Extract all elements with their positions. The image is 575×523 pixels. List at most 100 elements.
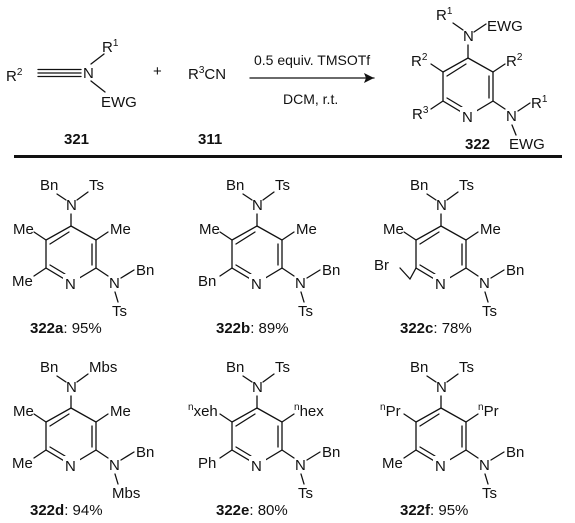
bond	[49, 413, 70, 427]
bond	[426, 193, 437, 201]
product-top-r1: R1	[436, 6, 453, 24]
product-side-n: N	[506, 108, 517, 125]
r3-substituent: Br	[374, 257, 389, 274]
bond	[242, 375, 253, 383]
side-ewg: Ts	[298, 485, 313, 502]
bond	[49, 264, 66, 275]
left-substituent: nPr	[380, 402, 401, 420]
product-side-r1: R1	[531, 94, 548, 112]
r3-substituent: Ph	[198, 455, 216, 472]
bond	[95, 231, 109, 241]
bond	[262, 191, 275, 201]
bond	[95, 413, 109, 423]
plus-sign: +	[153, 63, 162, 80]
nitrile-formula: R3CN	[188, 65, 226, 83]
bond	[492, 63, 506, 73]
bond	[409, 267, 417, 280]
condition-solvent: DCM, r.t.	[283, 91, 338, 107]
right-substituent: Me	[480, 221, 501, 238]
bond	[262, 373, 275, 383]
product-side-ewg: EWG	[509, 136, 545, 153]
top-n: N	[252, 197, 263, 214]
product-top-ewg: EWG	[487, 18, 523, 35]
n-ewg-bond	[90, 80, 106, 93]
yield-label: 322e: 80%	[216, 502, 288, 519]
bond	[114, 291, 119, 303]
ring-n-mask	[433, 456, 450, 473]
top-n: N	[66, 197, 77, 214]
top-n: N	[436, 379, 447, 396]
bond	[56, 193, 67, 201]
side-n: N	[109, 457, 120, 474]
bond	[76, 191, 89, 201]
bond	[446, 191, 459, 201]
bond	[33, 231, 47, 241]
bond	[490, 269, 505, 279]
side-ewg: Ts	[482, 303, 497, 320]
left-substituent: Me	[13, 221, 34, 238]
bond	[114, 473, 119, 485]
product-r3: R3	[412, 105, 429, 123]
ring-n: N	[65, 458, 76, 475]
alkyne-r2: R2	[6, 67, 23, 85]
ring-n-mask	[460, 107, 477, 124]
side-r1: Bn	[136, 262, 154, 279]
top-ewg: Mbs	[89, 359, 117, 376]
bond	[446, 373, 459, 383]
bond	[281, 413, 295, 423]
reactant-321: R2 N R1 EWG 321	[6, 38, 137, 148]
bond	[300, 291, 305, 303]
bond	[490, 451, 505, 461]
bond	[281, 231, 295, 241]
top-n: N	[66, 379, 77, 396]
product-r2-left: R2	[411, 52, 428, 70]
top-ewg: Ts	[459, 359, 474, 376]
ring-n: N	[251, 276, 262, 293]
bond	[419, 446, 436, 457]
bond	[281, 267, 295, 277]
ring-n-mask	[63, 274, 80, 291]
bond	[403, 231, 417, 241]
bond	[120, 451, 135, 461]
bond	[49, 446, 66, 457]
bond	[430, 100, 444, 110]
ring-n: N	[251, 458, 262, 475]
top-n: N	[252, 379, 263, 396]
r3-substituent: Bn	[198, 273, 216, 290]
left-substituent: Me	[199, 221, 220, 238]
top-n: N	[436, 197, 447, 214]
bond	[511, 124, 517, 136]
bond	[419, 264, 436, 275]
ring-n-mask	[249, 456, 266, 473]
bond	[403, 449, 417, 459]
condition-reagent: 0.5 equiv. TMSOTf	[254, 52, 370, 68]
ring-n-mask	[249, 274, 266, 291]
ring-double-bond	[446, 97, 463, 108]
top-ewg: Ts	[459, 177, 474, 194]
bond	[235, 231, 256, 245]
bond	[219, 231, 233, 241]
bond	[56, 375, 67, 383]
side-r1: Bn	[322, 444, 340, 461]
product-322: R1 N EWG N R2 R2 R3 N R1 EWG 322	[411, 6, 548, 153]
side-r1: Bn	[506, 262, 524, 279]
compound-id-321: 321	[64, 131, 89, 148]
arrow-head	[364, 73, 374, 83]
top-substituent: Bn	[226, 359, 244, 376]
bond	[120, 269, 135, 279]
r3-substituent: Me	[382, 455, 403, 472]
compound-id-311: 311	[198, 131, 222, 148]
bond	[235, 413, 256, 427]
bond	[281, 449, 295, 459]
bond	[492, 100, 506, 110]
ring-n: N	[65, 276, 76, 293]
bond	[306, 269, 321, 279]
r3-substituent: Me	[12, 455, 33, 472]
side-ewg: Ts	[112, 303, 127, 320]
product-top-n: N	[463, 28, 474, 45]
product-r2-right: R2	[506, 52, 523, 70]
